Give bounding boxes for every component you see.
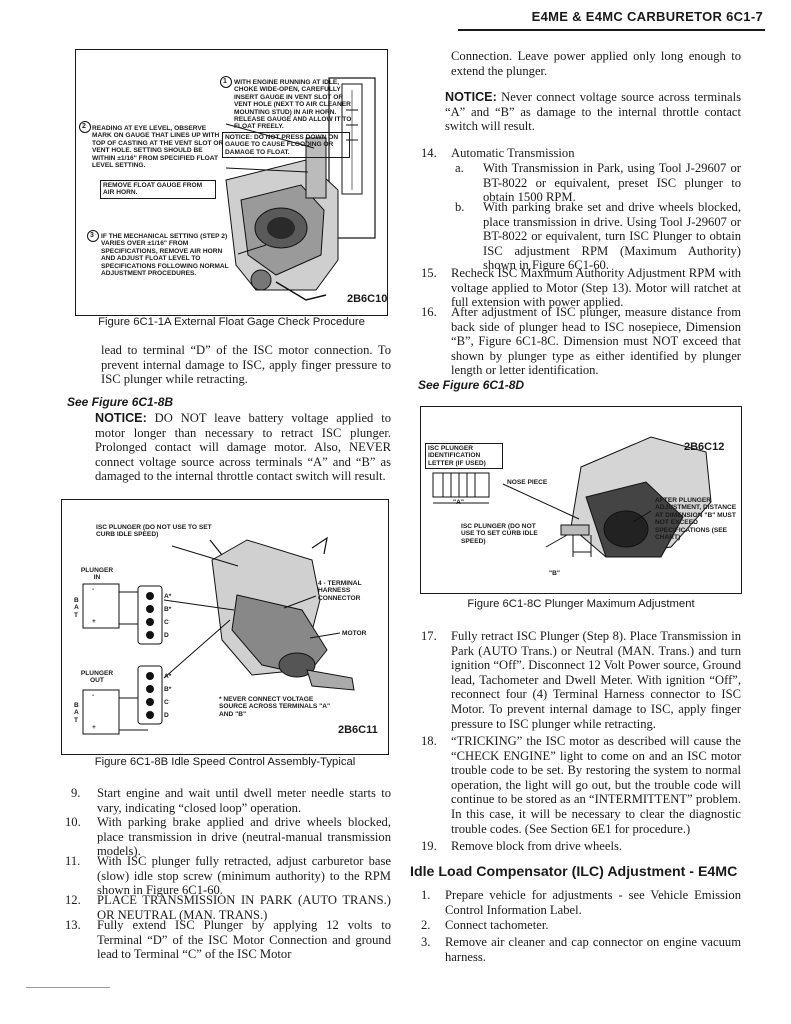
isc-wiring-illustration xyxy=(82,536,355,735)
dimension-a-label: "A" xyxy=(453,499,465,506)
list-item-number: 13. xyxy=(65,918,81,932)
notice-paragraph-left: NOTICE: DO NOT leave battery voltage app… xyxy=(95,411,391,484)
after-adjustment-callout: AFTER PLUNGER ADJUSTMENT, DISTANCE AT DI… xyxy=(655,497,737,542)
figure-6c1-8b: ISC PLUNGER (DO NOT USE TO SET CURB IDLE… xyxy=(61,499,389,755)
callout-isc-plunger: ISC PLUNGER (DO NOT USE TO SET CURB IDLE… xyxy=(96,524,212,539)
header-rule xyxy=(458,29,765,31)
terminal-c-out: C xyxy=(164,699,169,706)
list-item: Fully retract ISC Plunger (Step 8). Plac… xyxy=(451,629,741,731)
step-2-marker: 2 xyxy=(82,123,86,130)
plunger-out-label: PLUNGER OUT xyxy=(80,670,114,685)
list-item-number: 11. xyxy=(65,854,81,868)
notice-heading: NOTICE: xyxy=(95,411,147,425)
notice-paragraph-right: NOTICE: Never connect voltage source acr… xyxy=(445,90,741,134)
section-heading: Idle Load Compensator (ILC) Adjustment -… xyxy=(410,864,738,880)
list-item-number: 17. xyxy=(421,629,437,643)
notice-body: Never connect voltage source across term… xyxy=(445,90,741,134)
sub-item-marker: a. xyxy=(455,161,464,175)
motor-label: MOTOR xyxy=(342,630,367,637)
paragraph-continuation-right: Connection. Leave power applied only lon… xyxy=(451,49,741,78)
polarity-plus-out: + xyxy=(92,724,96,731)
list-item: After adjustment of ISC plunger, measure… xyxy=(451,305,741,378)
sub-item: With parking brake set and drive wheels … xyxy=(483,200,741,273)
polarity-plus-in: + xyxy=(92,618,96,625)
nose-piece-label: NOSE PIECE xyxy=(507,479,548,486)
list-item: PLACE TRANSMISSION IN PARK (AUTO TRANS.)… xyxy=(97,893,391,922)
list-item: Remove air cleaner and cap connector on … xyxy=(445,935,741,964)
footer-rule xyxy=(26,987,110,988)
harness-connector-label: 4 - TERMINAL HARNESS CONNECTOR xyxy=(318,580,362,602)
figure-id: 2B6C10 xyxy=(347,293,388,305)
polarity-minus-out: - xyxy=(92,692,95,699)
terminal-c-in: C xyxy=(164,619,169,626)
list-item-number: 10. xyxy=(65,815,81,829)
list-item: “TRICKING” the ISC motor as described wi… xyxy=(451,734,741,836)
callout-remove-gauge: REMOVE FLOAT GAUGE FROM AIR HORN. xyxy=(100,180,216,199)
list-item-number: 3. xyxy=(421,935,431,949)
figure-caption-6c1-1a: Figure 6C1-1A External Float Gage Check … xyxy=(98,316,365,328)
paragraph-continuation: lead to terminal “D” of the ISC motor co… xyxy=(101,343,391,387)
terminal-a-out: A* xyxy=(164,673,172,680)
list-item-number: 2. xyxy=(421,918,431,932)
list-item-number: 12. xyxy=(65,893,81,907)
list-item: Prepare vehicle for adjustments - see Ve… xyxy=(445,888,741,917)
list-item-number: 16. xyxy=(421,305,437,319)
figure-caption-6c1-8c: Figure 6C1-8C Plunger Maximum Adjustment xyxy=(467,598,695,610)
terminal-d-out: D xyxy=(164,712,169,719)
never-connect-note: * NEVER CONNECT VOLTAGE SOURCE ACROSS TE… xyxy=(219,696,331,718)
callout-eye-level-reading: READING AT EYE LEVEL, OBSERVE MARK ON GA… xyxy=(92,125,224,170)
plunger-adjustment-illustration xyxy=(432,436,712,558)
callout-idle-gauge-insert: WITH ENGINE RUNNING AT IDLE, CHOKE WIDE-… xyxy=(234,79,352,131)
terminal-b-in: B* xyxy=(164,606,172,613)
terminal-b-out: B* xyxy=(164,686,172,693)
list-item-number: 18. xyxy=(421,734,437,748)
notice-body: DO NOT leave battery voltage applied to … xyxy=(95,411,391,484)
terminal-d-in: D xyxy=(164,632,169,639)
step-3-marker: 3 xyxy=(90,232,94,239)
list-item-number: 15. xyxy=(421,266,437,280)
page-header: E4ME & E4MC CARBURETOR 6C1-7 xyxy=(531,9,763,24)
dimension-b-label: "B" xyxy=(549,570,561,577)
list-item: Fully extend ISC Plunger by applying 12 … xyxy=(97,918,391,962)
see-figure-6c1-8b: See Figure 6C1-8B xyxy=(67,395,174,409)
figure-caption-6c1-8b: Figure 6C1-8B Idle Speed Control Assembl… xyxy=(94,756,356,768)
battery-label-out: BAT xyxy=(74,702,79,724)
list-item: Automatic Transmission xyxy=(451,146,575,160)
isc-plunger-callout: ISC PLUNGER (DO NOT USE TO SET CURB IDLE… xyxy=(461,523,538,545)
list-item: Recheck ISC Maximum Authority Adjustment… xyxy=(451,266,741,310)
list-item-number: 19. xyxy=(421,839,437,853)
step-1-marker: 1 xyxy=(223,78,227,85)
carburetor-float-gauge-illustration xyxy=(79,76,376,301)
figure-6c1-8c: ISC PLUNGER IDENTIFICATION LETTER (IF US… xyxy=(420,406,742,594)
callout-mechanical-setting: IF THE MECHANICAL SETTING (STEP 2) VARIE… xyxy=(101,233,229,278)
callout-notice-flooding: NOTICE: DO NOT PRESS DOWN ON GAUGE TO CA… xyxy=(222,132,350,159)
figure-6c1-1a: 1 2 3 WITH ENGINE RUNNING AT IDLE, CHOKE… xyxy=(75,49,388,316)
polarity-minus-in: - xyxy=(92,586,95,593)
sub-item: With Transmission in Park, using Tool J-… xyxy=(483,161,741,205)
list-item: Connect tachometer. xyxy=(445,918,549,932)
list-item: With ISC plunger fully retracted, adjust… xyxy=(97,854,391,898)
see-figure-6c1-8d: See Figure 6C1-8D xyxy=(418,378,525,392)
notice-heading: NOTICE: xyxy=(445,90,497,104)
list-item-number: 9. xyxy=(71,786,81,800)
list-item: With parking brake applied and drive whe… xyxy=(97,815,391,859)
terminal-a-in: A* xyxy=(164,593,172,600)
sub-item-marker: b. xyxy=(455,200,465,214)
battery-label-in: BAT xyxy=(74,597,79,619)
list-item-number: 1. xyxy=(421,888,431,902)
list-item-number: 14. xyxy=(421,146,437,160)
plunger-in-label: PLUNGER IN xyxy=(80,567,114,582)
list-item: Start engine and wait until dwell meter … xyxy=(97,786,391,815)
plunger-identification-callout: ISC PLUNGER IDENTIFICATION LETTER (IF US… xyxy=(425,443,503,470)
figure-id: 2B6C12 xyxy=(684,441,725,453)
figure-id: 2B6C11 xyxy=(338,724,378,736)
list-item: Remove block from drive wheels. xyxy=(451,839,623,853)
